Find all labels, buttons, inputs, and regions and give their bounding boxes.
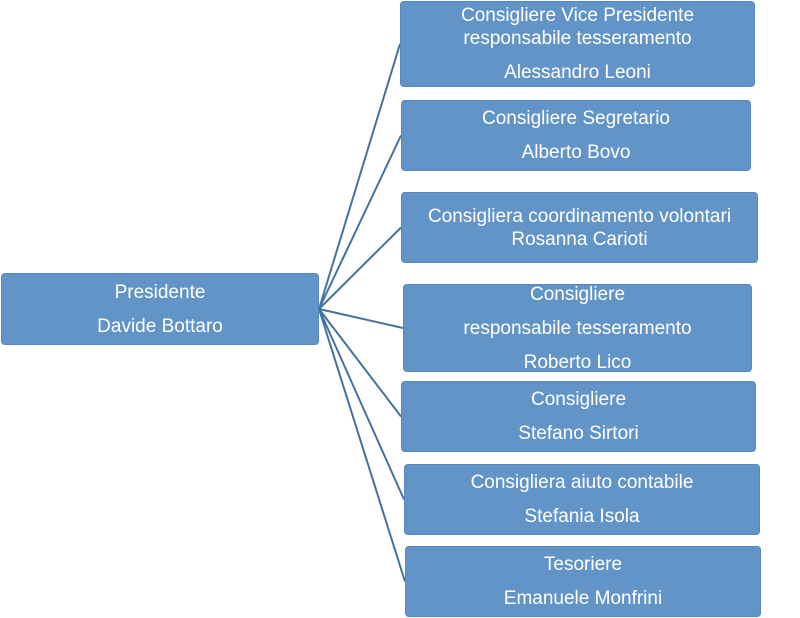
president-role: Presidente — [114, 281, 206, 303]
member-name: Rosanna Carioti — [511, 228, 648, 250]
member-box-membership: Consigliere responsabile tesseramento Ro… — [403, 283, 752, 373]
member-name: Stefano Sirtori — [518, 423, 639, 444]
member-role: Consigliere — [530, 389, 627, 410]
member-role: Consigliere — [529, 283, 626, 305]
member-name: Alessandro Leoni — [504, 62, 651, 83]
member-name: Roberto Lico — [523, 351, 632, 373]
member-box-vice-president: Consigliere Vice Presidente responsabile… — [400, 1, 755, 87]
connector-line — [318, 43, 401, 310]
member-box-treasurer: Tesoriere Emanuele Monfrini — [405, 546, 761, 617]
connector-line — [318, 308, 405, 500]
member-box-volunteers: Consigliera coordinamento volontari Rosa… — [401, 192, 758, 263]
member-role: Consigliere Vice Presidente — [460, 5, 695, 26]
member-box-councillor: Consigliere Stefano Sirtori — [401, 381, 756, 452]
connector-line — [318, 308, 406, 582]
president-box: Presidente Davide Bottaro — [1, 273, 319, 345]
member-role: Consigliere Segretario — [482, 108, 670, 129]
connector-line — [318, 308, 402, 418]
connector-line — [318, 226, 402, 310]
member-role: Consigliera aiuto contabile — [470, 472, 694, 493]
member-role: responsabile tesseramento — [463, 28, 692, 49]
connector-line — [318, 135, 402, 310]
member-role: Consigliera coordinamento volontari — [427, 205, 732, 227]
member-name: Stefania Isola — [524, 506, 640, 527]
member-role: responsabile tesseramento — [463, 317, 692, 339]
member-name: Emanuele Monfrini — [503, 588, 663, 609]
member-name: Alberto Bovo — [521, 142, 631, 163]
president-name: Davide Bottaro — [97, 315, 223, 337]
member-role: Tesoriere — [543, 554, 623, 575]
member-box-accounting: Consigliera aiuto contabile Stefania Iso… — [404, 464, 760, 535]
member-box-secretary: Consigliere Segretario Alberto Bovo — [401, 100, 751, 171]
connector-line — [318, 308, 404, 329]
